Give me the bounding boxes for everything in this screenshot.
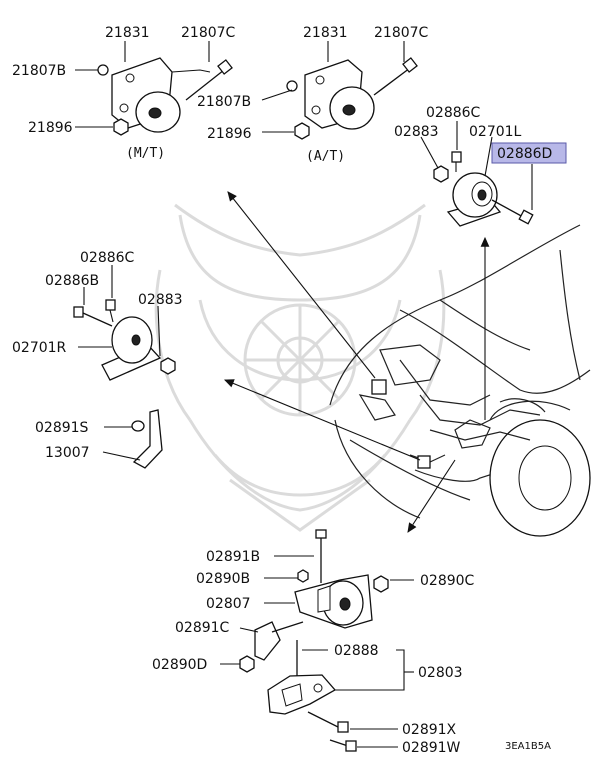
tm-label-02807: 02807 bbox=[206, 596, 251, 612]
tm-label-02891x: 02891X bbox=[402, 722, 457, 738]
tm-label-02890c: 02890C bbox=[420, 573, 475, 589]
bracket-label-13007: 13007 bbox=[45, 445, 90, 461]
tm-label-02891w: 02891W bbox=[402, 740, 461, 756]
mt-label-21896: 21896 bbox=[28, 120, 73, 136]
left-label-02701r: 02701R bbox=[12, 340, 67, 356]
watermark-logo bbox=[154, 203, 446, 532]
left-mount-group: 02886C 02886B 02883 02701R bbox=[12, 250, 183, 381]
right-mount-group: 02886C 02883 02701L 02886D bbox=[394, 105, 567, 227]
mt-label-21807c: 21807C bbox=[181, 25, 236, 41]
at-nut bbox=[294, 122, 310, 140]
at-label-21896: 21896 bbox=[207, 126, 252, 142]
arrow-to-left-mount bbox=[223, 379, 421, 461]
mt-mount-group: 21831 21807C 21807B 21896 (M/T) bbox=[12, 25, 236, 161]
mt-caption: (M/T) bbox=[126, 146, 165, 161]
at-caption: (A/T) bbox=[306, 149, 345, 164]
vehicle-body-outline bbox=[329, 224, 591, 537]
left-label-02886c: 02886C bbox=[80, 250, 135, 266]
tm-label-02890b: 02890B bbox=[196, 571, 250, 587]
arrows bbox=[223, 191, 490, 533]
bracket-13007 bbox=[132, 409, 163, 469]
right-label-02886c: 02886C bbox=[426, 105, 481, 121]
at-label-21807c: 21807C bbox=[374, 25, 429, 41]
tm-label-02891c: 02891C bbox=[175, 620, 230, 636]
arrow-to-transmission-mount bbox=[407, 459, 456, 533]
drawing-code: 3EA1B5A bbox=[505, 741, 551, 752]
at-label-21831: 21831 bbox=[303, 25, 348, 41]
mt-nut bbox=[113, 118, 129, 136]
bracket-group: 02891S 13007 bbox=[35, 409, 163, 469]
tm-label-02888: 02888 bbox=[334, 643, 379, 659]
arrow-to-upper-left-mount bbox=[227, 191, 376, 379]
right-label-02701l: 02701L bbox=[469, 124, 522, 140]
right-label-02883: 02883 bbox=[394, 124, 439, 140]
left-label-02883: 02883 bbox=[138, 292, 183, 308]
bracket-label-02891s: 02891S bbox=[35, 420, 89, 436]
left-label-02886b: 02886B bbox=[45, 273, 99, 289]
transmission-mount-group: 02891B 02890B 02807 02890C 02891C 02888 … bbox=[152, 529, 475, 756]
tm-label-02891b: 02891B bbox=[206, 549, 260, 565]
tm-label-02890d: 02890D bbox=[152, 657, 207, 673]
tm-label-02803: 02803 bbox=[418, 665, 463, 681]
at-mount-group: 21831 21807C 21807B 21896 (A/T) bbox=[197, 25, 429, 164]
highlight-box-02886d[interactable] bbox=[491, 142, 567, 164]
at-label-21807b: 21807B bbox=[197, 94, 251, 110]
mt-label-21807b: 21807B bbox=[12, 63, 66, 79]
right-label-02886d[interactable]: 02886D bbox=[497, 146, 552, 162]
mt-label-21831: 21831 bbox=[105, 25, 150, 41]
